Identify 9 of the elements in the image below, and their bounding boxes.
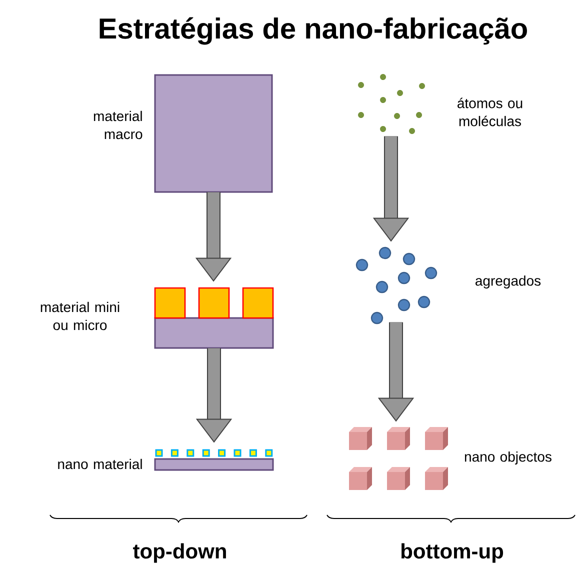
- stage-label: nano material: [58, 458, 142, 470]
- title: Estratégias de nano-fabricação: [100, 17, 527, 45]
- stage-label: nano objectos: [464, 451, 552, 465]
- stage-label: átomos ou moléculas: [458, 98, 522, 126]
- column-label: bottom-up: [402, 543, 504, 563]
- stage-label: agregados: [476, 275, 541, 289]
- stage-label: material macro: [94, 110, 142, 140]
- stage-label: material mini ou micro: [40, 302, 120, 330]
- column-label: top-down: [133, 543, 226, 563]
